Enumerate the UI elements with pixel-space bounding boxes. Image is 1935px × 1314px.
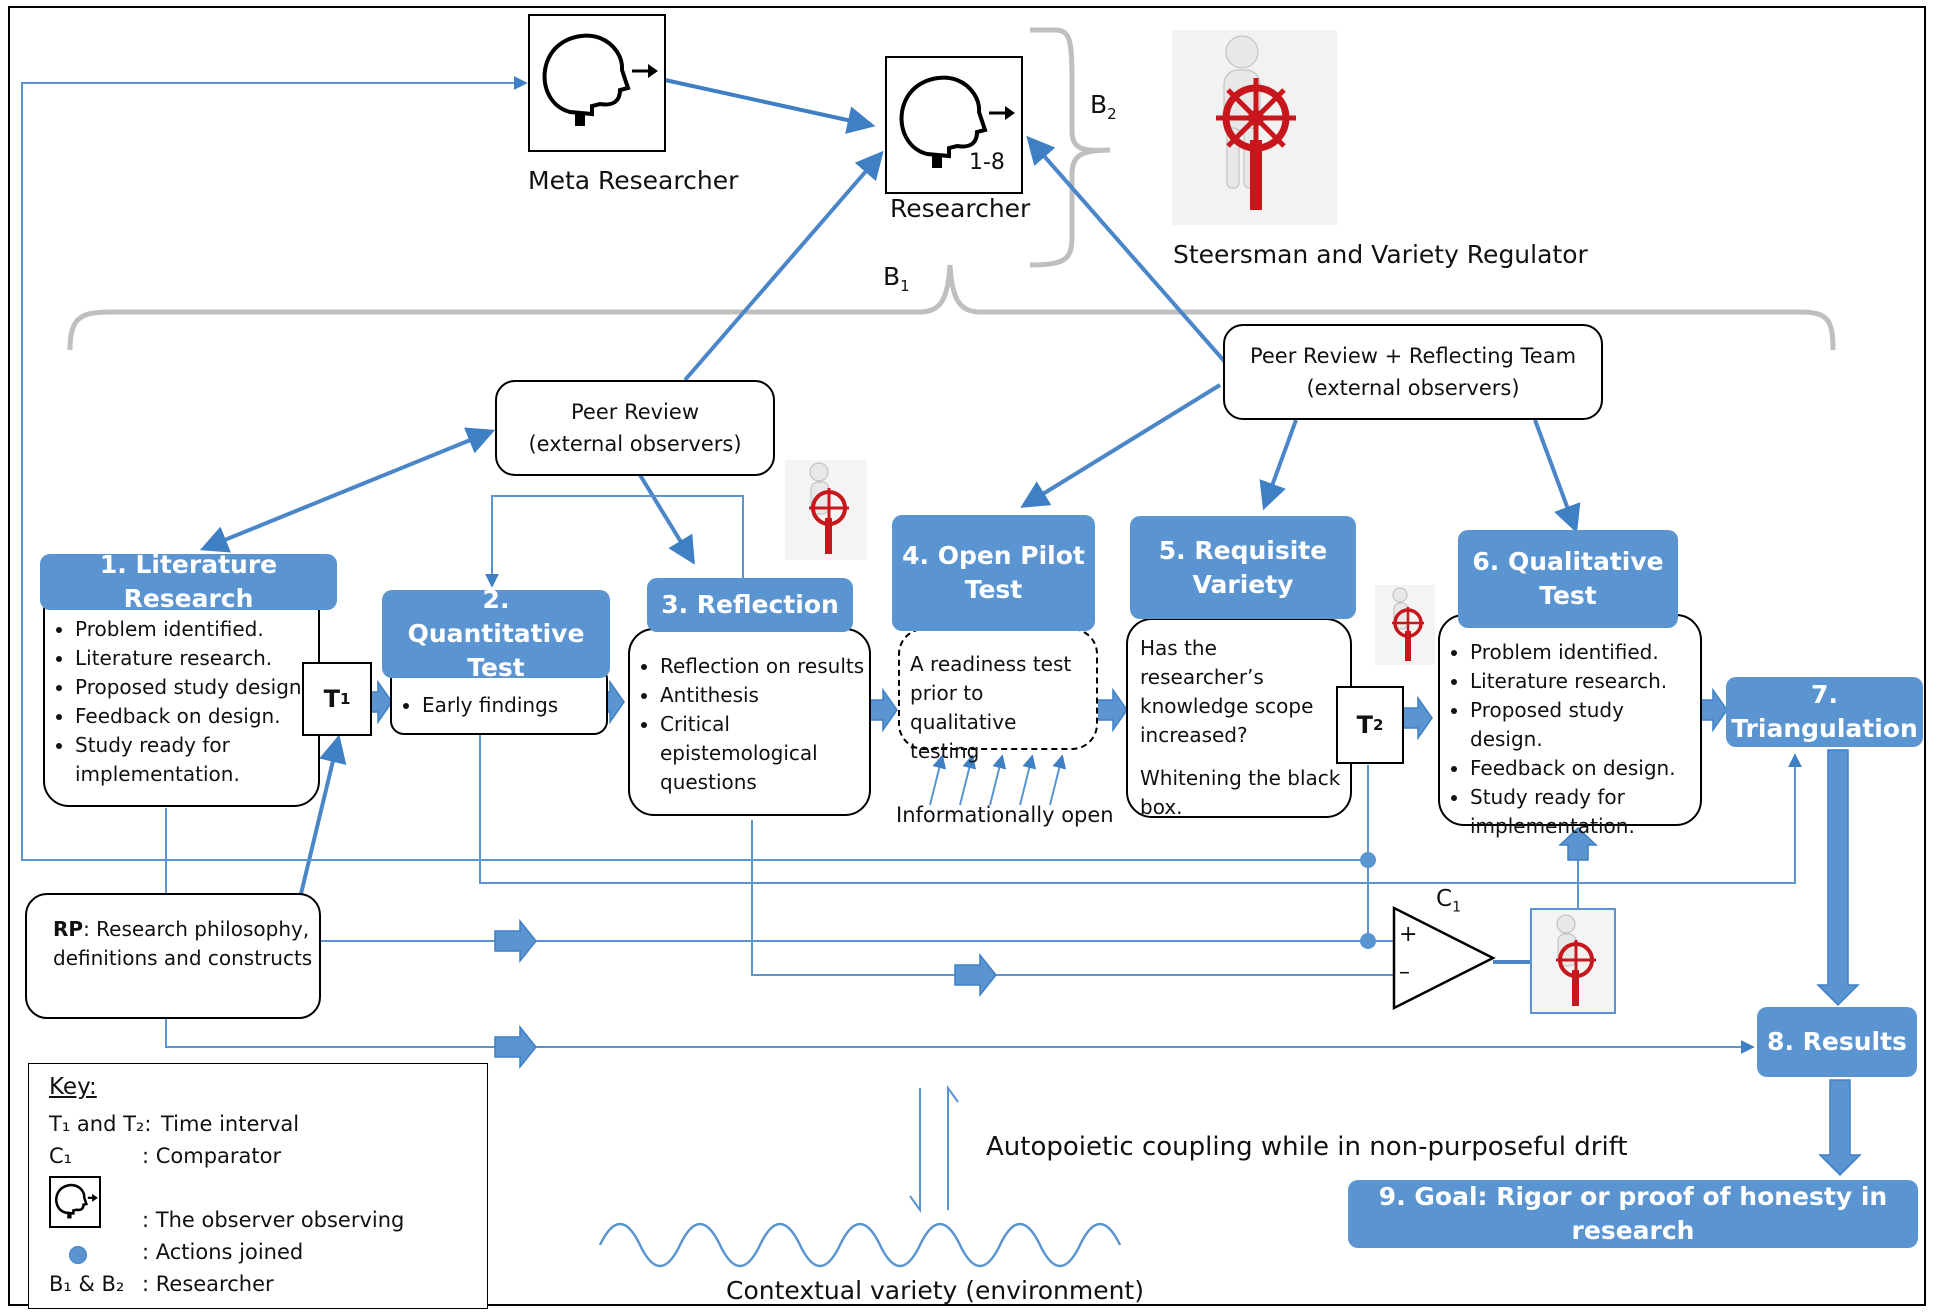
steersman-figure-small (785, 460, 867, 560)
steering-wheel-icon (809, 462, 849, 554)
list-item: Proposed study design. (75, 673, 310, 702)
list-item: Feedback on design. (1470, 754, 1694, 783)
list-item: Proposed study design. (1470, 696, 1694, 754)
informationally-open-label: Informationally open (896, 803, 1114, 827)
contextual-variety-label: Contextual variety (environment) (726, 1276, 1144, 1305)
peer-review-right-box: Peer Review + Reflecting Team (external … (1223, 324, 1603, 420)
researcher-observer-icon: 1-8 (885, 56, 1023, 194)
meta-researcher-observer-icon (528, 14, 666, 152)
steering-wheel-icon (1216, 35, 1296, 210)
list-item: Antithesis (660, 681, 865, 710)
diagram-frame (8, 6, 1926, 1306)
stage-7-header: 7. Triangulation (1726, 677, 1923, 747)
stage-6-list: Problem identified. Literature research.… (1440, 638, 1694, 841)
observer-head-icon (542, 33, 658, 126)
flow-arrow (494, 918, 537, 964)
stage-5-body: Has the researcher’s knowledge scope inc… (1126, 618, 1352, 819)
stage-3-list: Reflection on results Antithesis Critica… (630, 652, 865, 797)
steering-wheel-icon (1392, 587, 1424, 661)
key-legend: Key: T₁ and T₂: Time interval C₁ : Compa… (28, 1063, 488, 1309)
list-item: Literature research. (1470, 667, 1694, 696)
list-item: Problem identified. (75, 615, 310, 644)
observer-head-icon (899, 75, 1015, 168)
key-row-researcher-symbol: B₁ & B₂ (49, 1272, 125, 1296)
list-item: Study ready for implementation. (1470, 783, 1694, 841)
stage-4-body: A readiness test prior to qualitative te… (898, 628, 1098, 763)
key-row-researcher-desc: : Researcher (142, 1272, 274, 1296)
autopoietic-label: Autopoietic coupling while in non-purpos… (986, 1132, 1628, 1162)
stage-3-body: Reflection on results Antithesis Critica… (628, 628, 871, 816)
stage-4-text: A readiness test prior to qualitative te… (910, 652, 1072, 763)
flow-arrow (1699, 687, 1728, 733)
stage-9-header: 9. Goal: Rigor or proof of honesty in re… (1348, 1180, 1918, 1248)
stage-1-list: Problem identified. Literature research.… (45, 615, 310, 789)
flow-arrow (1558, 826, 1598, 861)
peer-review-left-box: Peer Review (external observers) (495, 380, 775, 476)
stage-5-note: Whitening the black box. (1140, 766, 1341, 819)
stage-8-header: 8. Results (1757, 1007, 1917, 1077)
list-item: Literature research. (75, 644, 310, 673)
stage-3-header: 3. Reflection (647, 578, 853, 632)
key-row-observer-desc: : The observer observing (142, 1208, 405, 1232)
steersman-figure-small (1375, 585, 1435, 665)
peer-review-right-line1: Peer Review + Reflecting Team (1249, 344, 1577, 368)
list-item: Critical epistemological questions (660, 710, 865, 797)
peer-review-left-line2: (external observers) (528, 432, 742, 456)
key-row-comparator-desc: : Comparator (142, 1144, 282, 1168)
key-title: Key: (49, 1074, 97, 1100)
researcher-label: Researcher (890, 194, 1031, 223)
steersman-figure (1172, 30, 1337, 225)
list-item: Reflection on results (660, 652, 865, 681)
comparator-plus: + (1399, 922, 1418, 947)
peer-review-left-line1: Peer Review (571, 400, 699, 424)
bracket-b1 (67, 264, 1836, 351)
comparator-triangle (1392, 905, 1496, 1011)
flow-arrow (494, 1024, 537, 1070)
meta-researcher-label: Meta Researcher (528, 166, 739, 195)
contextual-wave (598, 1223, 1122, 1267)
key-observer-icon (49, 1176, 101, 1228)
stage-5-question: Has the researcher’s knowledge scope inc… (1140, 636, 1314, 747)
list-item: Study ready for implementation. (75, 731, 310, 789)
comparator-minus: – (1399, 960, 1410, 985)
flow-arrow (954, 952, 997, 998)
steersman-regulator-box (1530, 908, 1616, 1014)
flow-arrow (1816, 749, 1860, 1007)
bracket-b1-label: B1 (883, 262, 910, 295)
peer-review-right-line2: (external observers) (1306, 376, 1520, 400)
key-row-comparator-symbol: C₁ (49, 1144, 73, 1168)
research-philosophy-text: RP: Research philosophy, definitions and… (53, 917, 313, 970)
stage-1-header: 1. Literature Research (40, 550, 337, 613)
joint-dot (1360, 852, 1376, 868)
research-philosophy-box: RP: Research philosophy, definitions and… (25, 893, 321, 1019)
joint-dot (1360, 933, 1376, 949)
steersman-label: Steersman and Variety Regulator (1173, 240, 1588, 269)
stage-1-body: Problem identified. Literature research.… (43, 585, 320, 807)
key-joint-dot (69, 1246, 87, 1264)
bracket-b2 (1029, 27, 1111, 268)
list-item: Early findings (422, 691, 602, 720)
observer-head-icon (54, 1183, 98, 1219)
stage-2-list: Early findings (392, 691, 602, 720)
key-row-time-desc: Time interval (161, 1112, 300, 1136)
list-item: Feedback on design. (75, 702, 310, 731)
flow-arrow (1818, 1079, 1862, 1177)
comparator-label: C1 (1436, 886, 1461, 916)
researcher-range: 1-8 (969, 150, 1005, 175)
steering-wheel-icon (1556, 914, 1596, 1006)
list-item: Problem identified. (1470, 638, 1694, 667)
key-row-time-symbol: T₁ and T₂: (49, 1112, 152, 1136)
bracket-b2-label: B2 (1090, 90, 1117, 123)
stage-6-body: Problem identified. Literature research.… (1438, 614, 1702, 838)
key-row-joined-desc: : Actions joined (142, 1240, 304, 1264)
